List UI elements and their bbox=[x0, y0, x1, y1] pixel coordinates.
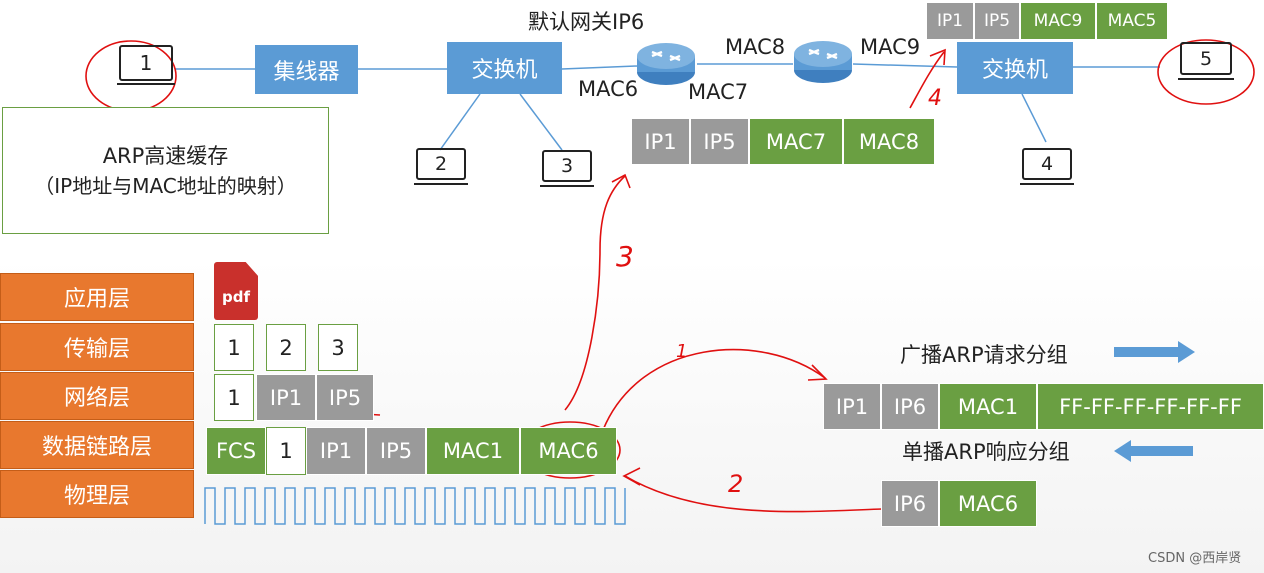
datalink-cell: MAC6 bbox=[520, 427, 617, 475]
arp-request-cell: IP6 bbox=[881, 383, 939, 430]
frame-cell: MAC8 bbox=[843, 118, 935, 165]
frame-cell: IP5 bbox=[974, 2, 1020, 40]
arrow-left-icon bbox=[1114, 440, 1193, 462]
arrow-right-icon bbox=[1114, 341, 1195, 363]
host-3-label: 3 bbox=[542, 150, 592, 182]
host-5-label: 5 bbox=[1180, 42, 1232, 75]
network-cell: 1 bbox=[214, 374, 254, 421]
router-right-icon bbox=[794, 41, 852, 83]
arp-request-cell: IP1 bbox=[823, 383, 881, 430]
layer-physical: 物理层 bbox=[0, 470, 194, 518]
arp-request-label: 广播ARP请求分组 bbox=[900, 343, 1068, 367]
transport-segment: 1 bbox=[214, 324, 254, 371]
gateway-label: 默认网关IP6 bbox=[528, 10, 645, 34]
frame-cell: IP1 bbox=[926, 2, 974, 40]
host-1-computer-icon[interactable]: 1 bbox=[117, 45, 175, 93]
arp-cache-box: ARP高速缓存 （IP地址与MAC地址的映射） bbox=[2, 107, 329, 234]
arp-cache-title: ARP高速缓存 bbox=[102, 143, 229, 168]
datalink-cell: MAC1 bbox=[426, 427, 520, 475]
datalink-cell: IP1 bbox=[306, 427, 366, 475]
arp-request-cell: MAC1 bbox=[939, 383, 1037, 430]
annotation-2: 2 bbox=[728, 470, 744, 498]
datalink-cell: IP5 bbox=[366, 427, 426, 475]
layer-network: 网络层 bbox=[0, 372, 194, 420]
host-4-computer-icon[interactable]: 4 bbox=[1020, 148, 1074, 192]
frame-cell: MAC7 bbox=[749, 118, 843, 165]
frame-cell: IP1 bbox=[631, 118, 690, 165]
mac6-label: MAC6 bbox=[578, 77, 639, 101]
transport-segment: 3 bbox=[318, 324, 358, 371]
frame-cell: MAC9 bbox=[1020, 2, 1096, 40]
host-3-computer-icon[interactable]: 3 bbox=[540, 150, 594, 194]
host-2-label: 2 bbox=[416, 148, 466, 180]
frame-cell: IP5 bbox=[690, 118, 749, 165]
layer-transport: 传输层 bbox=[0, 323, 194, 371]
switch-left[interactable]: 交换机 bbox=[447, 42, 562, 94]
arp-reply-cell: IP6 bbox=[881, 480, 939, 527]
mac9-label: MAC9 bbox=[860, 35, 921, 59]
network-cell: IP1 bbox=[256, 374, 316, 421]
host-2-computer-icon[interactable]: 2 bbox=[414, 148, 468, 192]
network-cell: IP5 bbox=[316, 374, 374, 421]
router-left-icon bbox=[637, 43, 695, 85]
layer-application: 应用层 bbox=[0, 273, 194, 321]
layer-datalink: 数据链路层 bbox=[0, 421, 194, 469]
datalink-cell: FCS bbox=[206, 427, 266, 475]
arp-cache-subtitle: （IP地址与MAC地址的映射） bbox=[34, 173, 297, 198]
arp-reply-cell: MAC6 bbox=[939, 480, 1037, 527]
physical-signal bbox=[204, 487, 626, 525]
host-4-label: 4 bbox=[1022, 148, 1072, 180]
datalink-cell: 1 bbox=[266, 427, 306, 475]
arp-reply-label: 单播ARP响应分组 bbox=[902, 440, 1070, 464]
pdf-file-icon: pdf bbox=[214, 262, 258, 320]
pdf-icon-label: pdf bbox=[221, 288, 250, 306]
switch-right[interactable]: 交换机 bbox=[957, 42, 1073, 94]
annotation-1: 1 bbox=[676, 341, 688, 362]
annotation-3: 3 bbox=[616, 240, 634, 273]
watermark: CSDN @西岸贤 bbox=[1148, 551, 1242, 566]
hub[interactable]: 集线器 bbox=[255, 45, 358, 94]
mac8-label: MAC8 bbox=[725, 35, 786, 59]
mac7-label: MAC7 bbox=[688, 80, 749, 104]
host-5-computer-icon[interactable]: 5 bbox=[1178, 42, 1234, 88]
host-1-label: 1 bbox=[119, 45, 173, 81]
transport-segment: 2 bbox=[266, 324, 306, 371]
arp-request-cell: FF-FF-FF-FF-FF-FF bbox=[1037, 383, 1264, 430]
frame-cell: MAC5 bbox=[1096, 2, 1168, 40]
annotation-4: 4 bbox=[928, 86, 942, 111]
